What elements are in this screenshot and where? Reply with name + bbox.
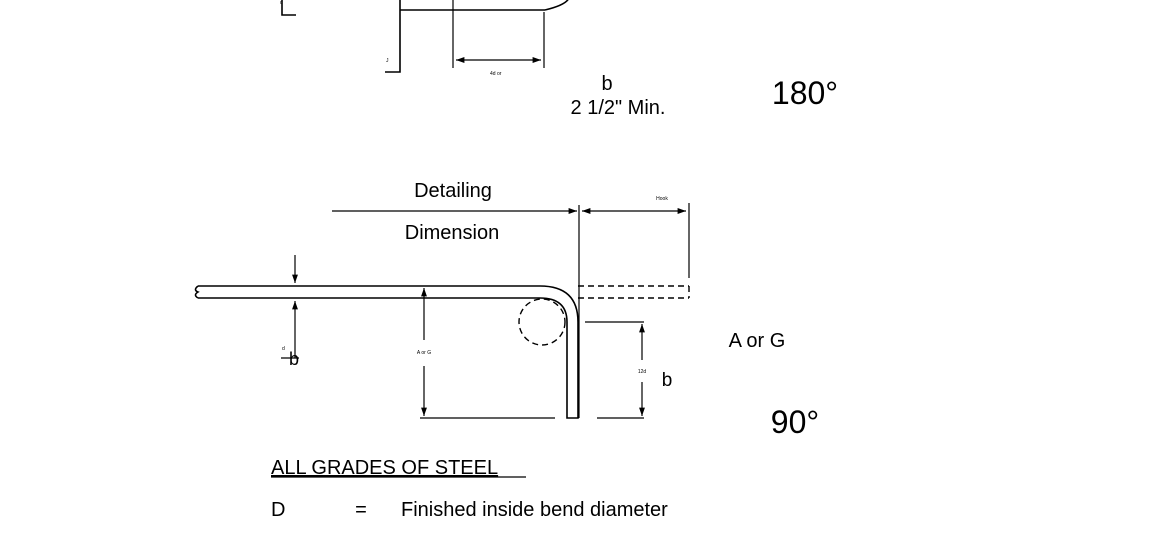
hook-90-dashed-extension: [578, 285, 690, 299]
notes-heading: ALL GRADES OF STEEL: [271, 457, 498, 479]
hook-90-figure: Detailing Dimension Hook d b A or G 12d …: [194, 180, 819, 440]
hook-180-figure: d J 4d or b 2 1/2" Min. 180°: [280, 0, 838, 119]
definition-text: Finished inside bend diameter: [401, 499, 668, 521]
dimension-label: Dimension: [405, 222, 499, 244]
tail-b-label: b: [662, 370, 673, 391]
hook-180-left-bracket: [281, 0, 296, 16]
hook-180-tiny-dim: 4d or: [490, 71, 502, 77]
hook-180-tiny-j: J: [386, 58, 389, 64]
tiny-12d-label: 12d: [638, 369, 647, 375]
hook-180-tiny-d: d: [280, 0, 283, 6]
left-b-label: b: [289, 349, 299, 369]
tiny-d-label: d: [282, 346, 285, 352]
hook-180-bar-leg: [385, 0, 401, 73]
hook-180-bend: [544, 0, 569, 11]
hook-90-angle: 90°: [771, 404, 819, 440]
hook-90-bar: [198, 285, 579, 419]
hook-tiny-label: Hook: [656, 196, 668, 202]
definition-symbol: D: [271, 499, 285, 521]
hook-90-break-mark: [194, 285, 200, 299]
hook-180-b-label: b: [601, 73, 612, 95]
notes: ALL GRADES OF STEEL D = Finished inside …: [271, 457, 668, 521]
detailing-label: Detailing: [414, 180, 492, 202]
hook-180-min-label: 2 1/2" Min.: [571, 97, 666, 119]
definition-equals: =: [355, 499, 367, 521]
a-or-g-label: A or G: [729, 330, 786, 352]
hook-180-angle: 180°: [772, 75, 838, 111]
tiny-a-or-g: A or G: [417, 350, 431, 356]
bend-diameter-circle: [518, 298, 566, 346]
